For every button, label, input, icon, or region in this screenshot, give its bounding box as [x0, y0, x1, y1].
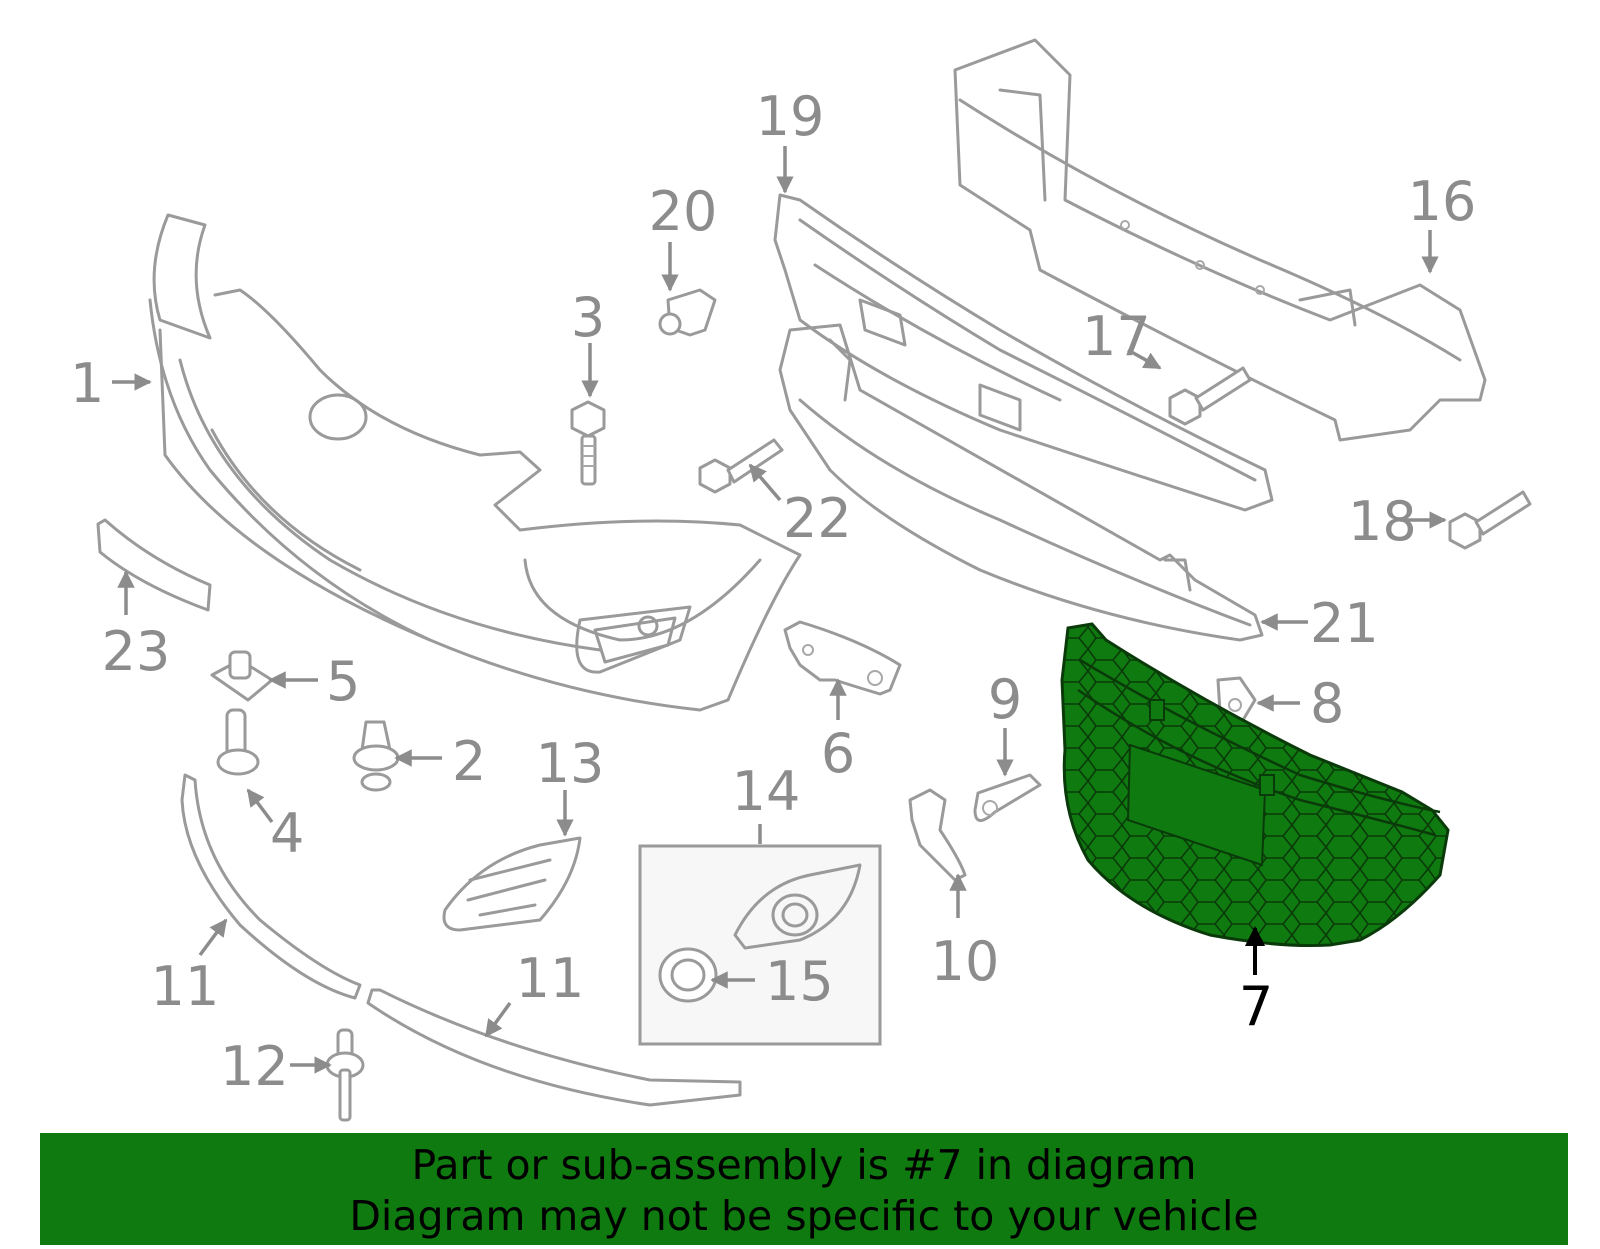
banner-line-2: Diagram may not be specific to your vehi…: [349, 1192, 1259, 1240]
fog-lamp-part-15: [658, 947, 718, 1003]
info-banner: Part or sub-assembly is #7 in diagram Di…: [40, 1133, 1568, 1245]
callout-8: 8: [1310, 672, 1344, 735]
clip-part-20: [658, 288, 717, 337]
fog-lamp-assembly-part-14: [638, 844, 882, 1046]
bumper-cover-part-1: [148, 213, 802, 712]
lower-absorber-part-21: [778, 323, 1264, 642]
callout-15: 15: [765, 950, 834, 1013]
banner-line-1: Part or sub-assembly is #7 in diagram: [411, 1141, 1197, 1189]
callout-22: 22: [783, 487, 852, 550]
lower-molding-part-11b: [366, 988, 742, 1107]
callout-17: 17: [1082, 305, 1151, 368]
callout-10: 10: [931, 930, 1000, 993]
callout-23: 23: [102, 620, 171, 683]
callout-5: 5: [326, 650, 360, 713]
seal-part-10: [908, 788, 967, 882]
callout-3: 3: [571, 286, 605, 349]
push-pin-part-12: [325, 1028, 365, 1122]
bolt-part-4: [216, 708, 260, 776]
push-clip-part-2: [352, 720, 400, 792]
callout-18: 18: [1348, 490, 1417, 553]
bolt-part-22: [698, 438, 784, 494]
bolt-part-18: [1448, 490, 1532, 550]
callout-4: 4: [270, 802, 304, 865]
callout-labels: 1 2 3 4 5 6 7 8 9 10 11 11 12 13 14 15 1…: [70, 85, 1476, 1098]
callout-20: 20: [649, 180, 718, 243]
callout-13: 13: [536, 732, 605, 795]
callout-2: 2: [452, 730, 486, 793]
nut-part-5: [210, 650, 274, 702]
energy-absorber-part-19: [773, 193, 1274, 512]
bolt-part-3: [570, 400, 606, 486]
clip-part-9: [973, 773, 1042, 822]
callout-arrows: [112, 146, 1447, 1074]
bracket-part-6: [783, 620, 902, 696]
callout-7: 7: [1239, 975, 1273, 1038]
fog-cover-part-13: [442, 836, 582, 932]
reflector-strip-part-23: [96, 518, 212, 612]
callout-19: 19: [756, 85, 825, 148]
grille-part-7-selected: [1060, 622, 1450, 948]
callout-9: 9: [988, 668, 1022, 731]
callout-16: 16: [1408, 170, 1477, 233]
callout-14: 14: [732, 760, 801, 823]
bolt-part-17: [1168, 366, 1252, 426]
callout-21: 21: [1310, 592, 1379, 655]
callout-11b: 11: [516, 947, 585, 1010]
callout-11a: 11: [151, 955, 220, 1018]
callout-6: 6: [821, 722, 855, 785]
lower-molding-part-11a: [180, 773, 362, 1000]
callout-1: 1: [70, 352, 104, 415]
callout-12: 12: [220, 1035, 289, 1098]
reinforcement-part-16: [953, 38, 1487, 442]
